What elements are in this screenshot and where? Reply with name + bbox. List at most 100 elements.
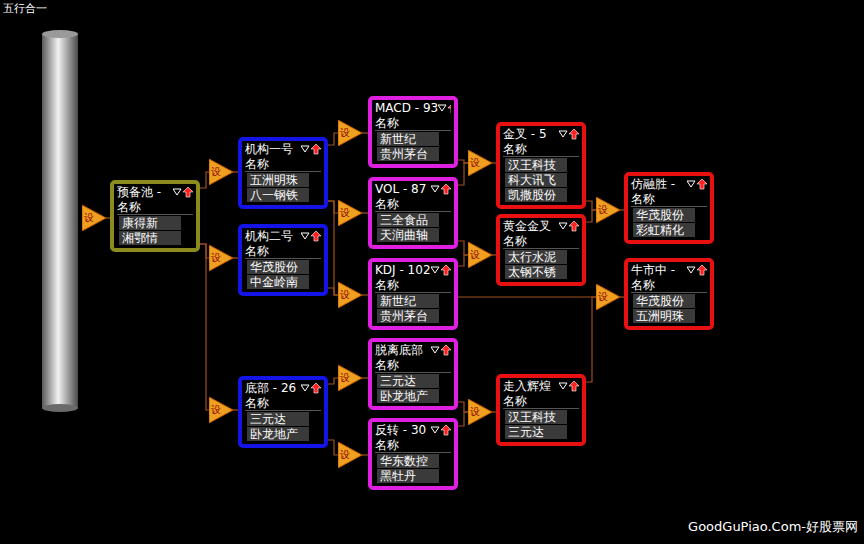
column-header: 名称 <box>375 358 451 373</box>
cylinder-body <box>42 34 78 408</box>
stock-name: 五洲明珠 <box>247 173 309 187</box>
set-label: 设 <box>470 157 480 168</box>
connector <box>328 133 338 145</box>
stock-name: 卧龙地产 <box>247 427 309 441</box>
header-icons <box>687 265 707 276</box>
filter-icon <box>431 186 439 192</box>
column-header: 名称 <box>503 394 579 409</box>
set-arrow: 设 <box>596 284 620 310</box>
up-icon <box>697 265 707 275</box>
box-header: 走入辉煌 <box>503 379 579 394</box>
stock-name: 康得新 <box>119 216 181 230</box>
connector <box>586 297 596 382</box>
header-icons <box>301 231 321 242</box>
column-header: 名称 <box>117 200 193 215</box>
set-arrow: 设 <box>82 205 106 231</box>
connector <box>200 244 209 258</box>
arrow-triangle-shape <box>596 284 620 310</box>
arrow-triangle-shape <box>468 242 492 268</box>
set-label: 设 <box>211 404 221 415</box>
pool-title: VOL - 87 <box>375 182 426 197</box>
up-icon <box>448 103 451 113</box>
stock-name: 卧龙地产 <box>377 389 439 403</box>
header-icons <box>431 184 451 195</box>
header-icons <box>431 345 451 356</box>
box-header: VOL - 87 <box>375 182 451 197</box>
header-icons <box>431 265 451 276</box>
filter-icon <box>438 105 446 111</box>
filter-icon <box>687 267 695 273</box>
arrow-triangle-shape <box>338 282 362 308</box>
stock-name: 华茂股份 <box>633 208 695 222</box>
column-header: 名称 <box>375 438 451 453</box>
arrow-triangle-shape <box>468 150 492 176</box>
arrow-triangle-shape <box>468 399 492 425</box>
box-header: 脱离底部 <box>375 343 451 358</box>
stock-name: 三元达 <box>247 412 309 426</box>
arrow-triangle-shape <box>338 120 362 146</box>
cylinder-base <box>42 404 78 412</box>
title: 五行合一 <box>3 2 47 15</box>
stock-pool-box: 牛市中 -名称华茂股份五洲明珠 <box>624 258 714 330</box>
connector <box>328 440 338 455</box>
stock-name: 贵州茅台 <box>377 147 439 161</box>
arrow-triangle-shape <box>209 397 233 423</box>
box-header: 机构一号 <box>245 142 321 157</box>
stock-name: 太钢不锈 <box>505 265 567 279</box>
filter-icon <box>559 223 567 229</box>
stock-pool-box: MACD - 93名称新世纪贵州茅台 <box>368 96 458 168</box>
stock-name: 汉王科技 <box>505 410 567 424</box>
set-label: 设 <box>598 291 608 302</box>
pool-title: 反转 - 30 <box>375 423 426 438</box>
column-header: 名称 <box>375 116 451 131</box>
box-header: 反转 - 30 <box>375 423 451 438</box>
arrow-triangle-shape <box>209 159 233 185</box>
connector <box>458 296 596 297</box>
stock-name: 黑牡丹 <box>377 469 439 483</box>
set-label: 设 <box>211 252 221 263</box>
up-icon <box>311 144 321 154</box>
header-icons <box>301 383 321 394</box>
set-arrow: 设 <box>338 365 362 391</box>
connector <box>586 201 596 210</box>
filter-icon <box>559 383 567 389</box>
arrow-triangle-shape <box>82 205 106 231</box>
set-arrow: 设 <box>338 120 362 146</box>
set-arrow: 设 <box>209 397 233 423</box>
stock-name: 凯撒股份 <box>505 188 567 202</box>
connector <box>328 201 338 213</box>
up-icon <box>569 129 579 139</box>
connector <box>458 241 468 255</box>
column-header: 名称 <box>245 157 321 172</box>
connector <box>458 163 468 185</box>
up-icon <box>441 184 451 194</box>
stock-name: 三全食品 <box>377 213 439 227</box>
pool-title: 机构一号 <box>245 142 293 157</box>
cylinder-top <box>42 30 78 38</box>
pool-title: 仿融胜 - <box>631 177 675 192</box>
header-icons <box>559 381 579 392</box>
stock-pool-box: 机构二号名称华茂股份中金岭南 <box>238 224 328 296</box>
filter-icon <box>301 233 309 239</box>
pool-title: 底部 - 26 <box>245 381 296 396</box>
stock-pool-box: 金叉 - 5名称汉王科技科大讯飞凯撒股份 <box>496 122 586 209</box>
stock-pool-box: 走入辉煌名称汉王科技三元达 <box>496 374 586 446</box>
arrow-triangle-shape <box>209 245 233 271</box>
connector <box>328 288 338 295</box>
pool-title: 金叉 - 5 <box>503 127 547 142</box>
stock-name: 汉王科技 <box>505 158 567 172</box>
pool-title: KDJ - 102 <box>375 263 431 278</box>
stock-name: 天润曲轴 <box>377 228 439 242</box>
header-icons <box>559 129 579 140</box>
stock-name: 科大讯飞 <box>505 173 567 187</box>
header-icons <box>438 103 451 114</box>
box-header: 机构二号 <box>245 229 321 244</box>
stock-pool-box: 黄金金叉名称太行水泥太钢不锈 <box>496 214 586 286</box>
pool-title: 牛市中 - <box>631 263 675 278</box>
stock-pool-box: 预备池 -名称康得新湘鄂情 <box>110 180 200 252</box>
set-arrow: 设 <box>209 159 233 185</box>
set-arrow: 设 <box>468 150 492 176</box>
connector <box>200 244 209 410</box>
stock-pool-box: KDJ - 102名称新世纪贵州茅台 <box>368 258 458 330</box>
